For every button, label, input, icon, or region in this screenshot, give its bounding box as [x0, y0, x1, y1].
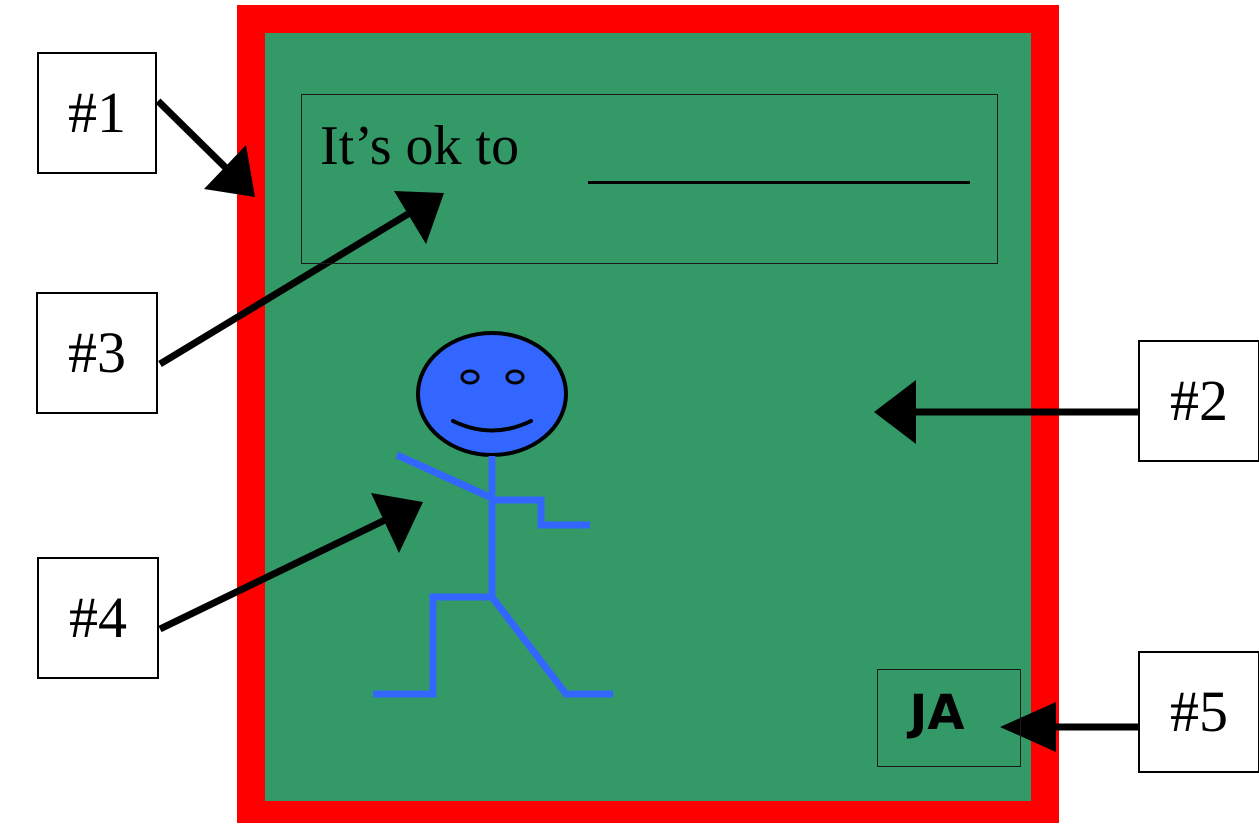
fill-in-blank-line [588, 181, 970, 184]
label-3: #3 [36, 292, 158, 414]
caption-text: It’s ok to [320, 118, 519, 174]
stick-figure-head [418, 333, 566, 455]
arrow-1-shaft [158, 101, 226, 168]
label-4: #4 [37, 557, 159, 679]
label-5: #5 [1138, 651, 1259, 773]
label-1: #1 [37, 52, 157, 174]
initials-text: JA [877, 689, 997, 737]
label-2: #2 [1138, 340, 1259, 462]
